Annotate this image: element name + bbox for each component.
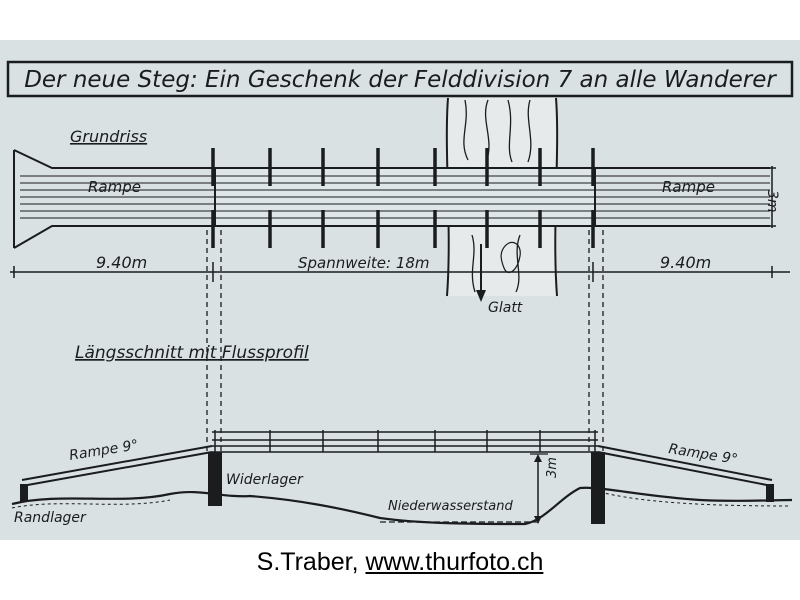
low-water-label: Niederwasserstand [388, 499, 513, 514]
clearance-label: 3m [545, 457, 560, 478]
abutment-label: Widerlager [226, 472, 304, 488]
title-frame [6, 60, 794, 98]
plan-width-label: 3m [764, 190, 780, 213]
plan-ramp-right-label: Rampe [662, 178, 715, 196]
section-ramp-right-label: Rampe 9° [667, 441, 738, 468]
plan-dimension-line [10, 262, 790, 282]
slab-label: Glatt [488, 300, 523, 316]
plan-heading: Grundriss [70, 127, 147, 146]
photo-credit: S.Traber, www.thurfoto.ch [0, 548, 800, 577]
span-left-label: 9.40m [96, 253, 147, 272]
span-right-label: 9.40m [660, 253, 711, 272]
section-view [11, 430, 793, 526]
section-heading: Längsschnitt mit Flussprofil [75, 343, 309, 363]
diagram-title: Der neue Steg: Ein Geschenk der Felddivi… [24, 67, 777, 93]
end-bearing-label: Randlager [14, 510, 87, 526]
credit-author: S.Traber, [256, 548, 359, 576]
credit-link[interactable]: www.thurfoto.ch [365, 548, 544, 576]
photo-background [0, 40, 800, 540]
span-middle-label: Spannweite: 18m [298, 254, 430, 272]
plan-ramp-left-label: Rampe [88, 178, 141, 196]
plan-view [13, 148, 776, 249]
projection-lines [206, 230, 604, 455]
